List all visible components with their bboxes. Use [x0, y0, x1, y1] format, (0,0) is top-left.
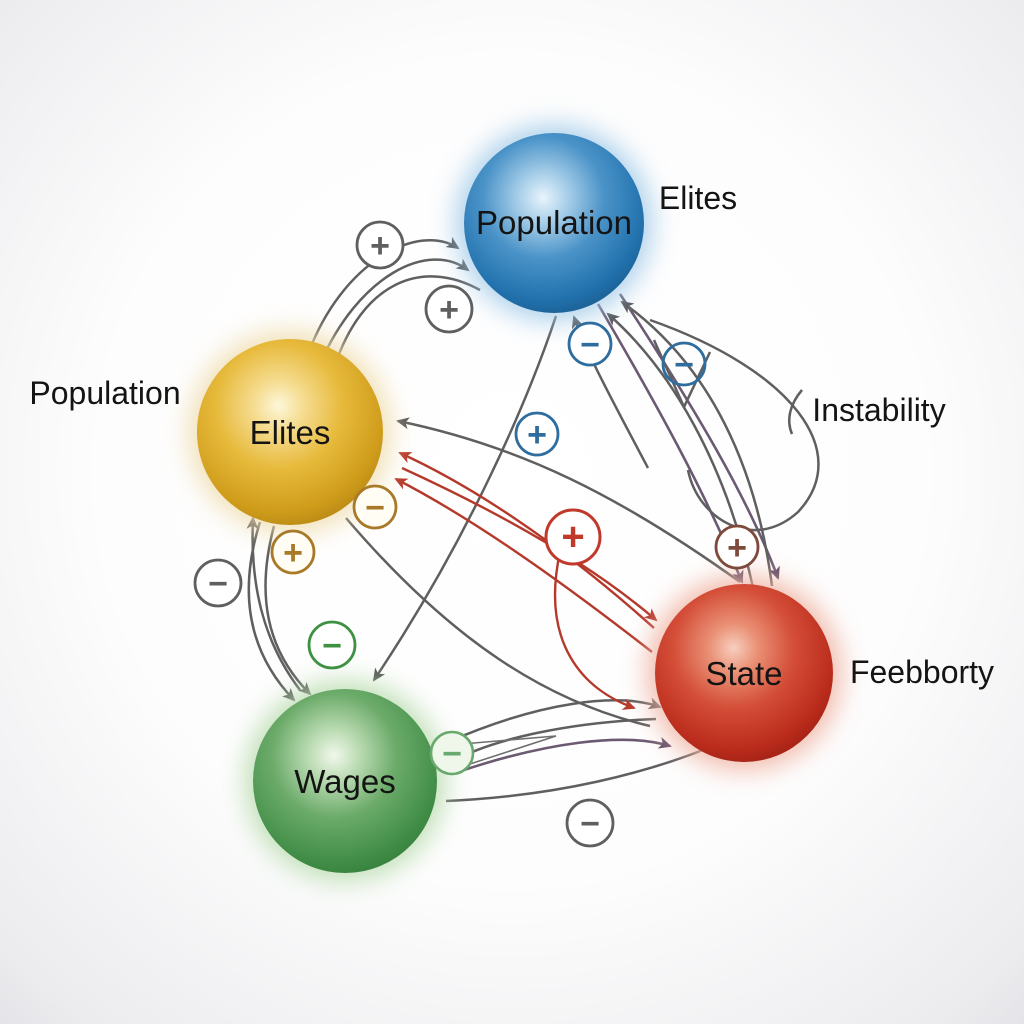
sign-text: −: [580, 326, 600, 364]
sign-circle: [429, 730, 475, 776]
node-elites: Elites: [189, 331, 391, 533]
sign-minus-left: −: [193, 558, 243, 608]
node-state-label: State: [705, 655, 782, 692]
label-population-external: Population: [29, 375, 180, 411]
sign-text: −: [442, 735, 462, 773]
label-feebborty: Feebborty: [850, 654, 994, 690]
node-elites-label: Elites: [250, 414, 331, 451]
sign-text: +: [439, 291, 459, 329]
label-instability: Instability: [812, 392, 945, 428]
sign-text: +: [561, 515, 584, 559]
sign-circle: [270, 529, 316, 575]
sign-minus-elites-bottom: −: [352, 484, 398, 530]
sign-text: −: [322, 627, 342, 665]
sign-minus-state-population-1: −: [567, 321, 613, 367]
state-sphere: [655, 584, 833, 762]
node-wages: Wages: [245, 681, 445, 881]
edge-wages-state-3: [445, 746, 709, 803]
edge-elites-state-low: [345, 517, 651, 728]
edge-population-elites: [331, 275, 481, 370]
sign-text: +: [727, 529, 747, 567]
sign-plus-state-red: +: [544, 508, 602, 566]
sign-minus-wages-top: −: [307, 620, 357, 670]
sign-minus-state-population-2: −: [661, 341, 707, 387]
external-labels: Elites Population Instability Feebborty: [29, 180, 994, 690]
sign-circle: [424, 284, 474, 334]
sign-text: +: [527, 416, 547, 454]
sign-circle: [352, 484, 398, 530]
edge-state-loop-red: [554, 551, 636, 710]
sign-circle: [193, 558, 243, 608]
edge-instability-loop: [649, 318, 820, 532]
elites-sphere: [197, 339, 383, 525]
edge-state-elites-red-2: [394, 477, 653, 653]
sign-plus-elites-population-1: +: [355, 220, 405, 270]
edges: [246, 236, 820, 803]
sign-plus-elites-wages: +: [270, 529, 316, 575]
sign-plus-population-mid: +: [514, 411, 560, 457]
sign-text: +: [283, 534, 303, 572]
sign-circle: [514, 411, 560, 457]
node-state: State: [647, 576, 841, 770]
sign-minus-bottom: −: [565, 798, 615, 848]
sign-circle: [544, 508, 602, 566]
sign-text: −: [208, 565, 228, 603]
edge-elites-wages-2: [264, 525, 312, 696]
sign-circle: [565, 798, 615, 848]
sign-circle: [661, 341, 707, 387]
sign-circle: [307, 620, 357, 670]
sign-plus-elites-population-2: +: [424, 284, 474, 334]
sign-text: −: [365, 489, 385, 527]
sign-minus-wages-right: −: [429, 730, 475, 776]
sign-text: −: [580, 805, 600, 843]
wages-sphere: [253, 689, 437, 873]
label-elites-external: Elites: [659, 180, 737, 216]
edge-state-elites-gray: [396, 417, 741, 584]
sign-plus-state-top: +: [714, 524, 760, 570]
sign-circle: [714, 524, 760, 570]
edge-wages-state-1: [447, 697, 662, 744]
edge-wages-cusp: [461, 735, 557, 765]
sign-circle: [567, 321, 613, 367]
sign-circle: [355, 220, 405, 270]
edge-elites-population-2: [318, 258, 470, 366]
sign-badges: + + − − + + + −: [193, 220, 760, 848]
edge-state-population-2: [620, 300, 774, 587]
edge-state-elites-red-1: [398, 451, 655, 629]
edge-instability-tick: [788, 389, 803, 435]
node-population-label: Population: [476, 204, 632, 241]
sign-text: +: [370, 227, 390, 265]
edge-population-wages: [372, 315, 558, 682]
sign-text: −: [674, 346, 694, 384]
population-sphere: [464, 133, 644, 313]
node-wages-label: Wages: [294, 763, 395, 800]
edge-wages-elites: [246, 516, 301, 691]
node-population: Population: [456, 125, 652, 321]
edge-wages-state-2: [451, 737, 672, 776]
